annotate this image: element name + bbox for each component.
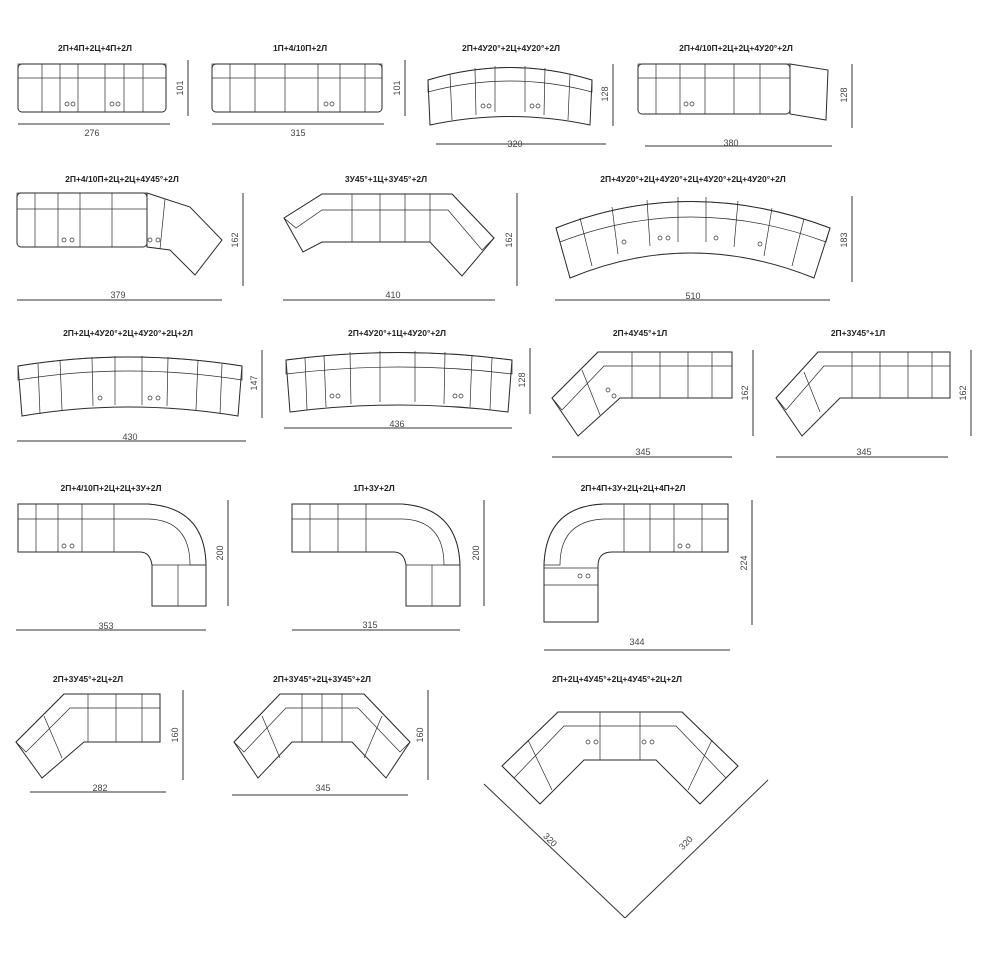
width-dimension: 276 bbox=[84, 128, 99, 138]
config-c15: 2П+3У45°+2Ц+2Л 282 160 bbox=[15, 674, 184, 793]
config-c9: 2П+4У20°+1Ц+4У20°+2Л 436 128 bbox=[284, 328, 531, 429]
sofa-drawing bbox=[17, 63, 167, 113]
config-title: 2П+4У45°+1Л bbox=[613, 328, 667, 338]
width-dimension: 510 bbox=[685, 291, 700, 301]
width-dimension: 436 bbox=[389, 419, 404, 429]
sofa-drawing bbox=[15, 693, 161, 779]
sofa-drawing bbox=[16, 192, 223, 276]
height-dimension: 200 bbox=[215, 545, 225, 560]
config-c7: 2П+4У20°+2Ц+4У20°+2Ц+4У20°+2Ц+4У20°+2Л 5… bbox=[555, 174, 853, 301]
width-dimension: 345 bbox=[635, 447, 650, 457]
sofa-drawing bbox=[233, 693, 411, 779]
sofa-drawing bbox=[551, 351, 733, 437]
sofa-drawing bbox=[17, 503, 207, 607]
sofa-drawing bbox=[637, 63, 829, 121]
config-title: 2П+2Ц+4У45°+2Ц+4У45°+2Ц+2Л bbox=[552, 674, 682, 684]
config-title: 2П+4/10П+2Ц+2Ц+3У+2Л bbox=[61, 483, 162, 493]
left-dimension: 320 bbox=[541, 831, 559, 849]
height-dimension: 160 bbox=[415, 727, 425, 742]
width-dimension: 315 bbox=[362, 620, 377, 630]
sofa-drawing bbox=[285, 351, 513, 413]
sofa-drawing bbox=[775, 351, 951, 437]
config-c2: 1П+4/10П+2Л 315 101 bbox=[211, 43, 406, 138]
config-c3: 2П+4У20°+2Ц+4У20°+2Л 320 128 bbox=[427, 43, 614, 149]
config-c17: 2П+2Ц+4У45°+2Ц+4У45°+2Ц+2Л 320 320 bbox=[483, 674, 769, 919]
sofa-drawing bbox=[555, 197, 831, 279]
config-title: 2П+4У20°+1Ц+4У20°+2Л bbox=[348, 328, 446, 338]
sofa-drawing bbox=[543, 503, 729, 623]
width-dimension: 353 bbox=[98, 621, 113, 631]
config-title: 2П+4/10П+2Ц+2Ц+4У45°+2Л bbox=[65, 174, 179, 184]
config-c14: 2П+4П+3У+2Ц+2Ц+4П+2Л 344 224 bbox=[543, 483, 753, 651]
width-dimension: 345 bbox=[856, 447, 871, 457]
config-title: 2П+3У45°+1Л bbox=[831, 328, 885, 338]
height-dimension: 147 bbox=[249, 375, 259, 390]
config-title: 1П+3У+2Л bbox=[353, 483, 395, 493]
config-c5: 2П+4/10П+2Ц+2Ц+4У45°+2Л 379 162 bbox=[16, 174, 244, 301]
height-dimension: 101 bbox=[392, 80, 402, 95]
height-dimension: 128 bbox=[839, 87, 849, 102]
height-dimension: 162 bbox=[958, 385, 968, 400]
config-title: 3У45°+1Ц+3У45°+2Л bbox=[345, 174, 427, 184]
height-dimension: 128 bbox=[517, 372, 527, 387]
config-title: 2П+2Ц+4У20°+2Ц+4У20°+2Ц+2Л bbox=[63, 328, 193, 338]
config-title: 1П+4/10П+2Л bbox=[273, 43, 327, 53]
config-c6: 3У45°+1Ц+3У45°+2Л 410 162 bbox=[283, 174, 518, 301]
sofa-drawing bbox=[427, 66, 593, 126]
width-dimension: 344 bbox=[629, 637, 644, 647]
config-c1: 2П+4П+2Ц+4П+2Л 276 101 bbox=[17, 43, 189, 138]
width-dimension: 430 bbox=[122, 432, 137, 442]
height-dimension: 183 bbox=[839, 232, 849, 247]
right-dimension: 320 bbox=[677, 834, 695, 852]
sofa-drawing bbox=[501, 711, 739, 805]
config-c4: 2П+4/10П+2Ц+2Ц+4У20°+2Л 380 128 bbox=[637, 43, 853, 148]
width-dimension: 345 bbox=[315, 783, 330, 793]
config-c8: 2П+2Ц+4У20°+2Ц+4У20°+2Ц+2Л 430 147 bbox=[17, 328, 263, 442]
config-title: 2П+3У45°+2Ц+2Л bbox=[53, 674, 123, 684]
config-c13: 1П+3У+2Л 315 200 bbox=[291, 483, 485, 631]
height-dimension: 200 bbox=[471, 545, 481, 560]
sofa-drawing bbox=[17, 356, 243, 417]
height-dimension: 160 bbox=[170, 727, 180, 742]
config-c16: 2П+3У45°+2Ц+3У45°+2Л 345 160 bbox=[232, 674, 429, 796]
config-title: 2П+3У45°+2Ц+3У45°+2Л bbox=[273, 674, 371, 684]
width-dimension: 379 bbox=[110, 290, 125, 300]
config-c10: 2П+4У45°+1Л 345 162 bbox=[551, 328, 754, 458]
config-title: 2П+4У20°+2Ц+4У20°+2Л bbox=[462, 43, 560, 53]
sofa-drawing bbox=[291, 503, 461, 607]
width-dimension: 282 bbox=[92, 783, 107, 793]
height-dimension: 162 bbox=[230, 232, 240, 247]
config-title: 2П+4/10П+2Ц+2Ц+4У20°+2Л bbox=[679, 43, 793, 53]
width-dimension: 315 bbox=[290, 128, 305, 138]
height-dimension: 162 bbox=[740, 385, 750, 400]
config-title: 2П+4У20°+2Ц+4У20°+2Ц+4У20°+2Ц+4У20°+2Л bbox=[600, 174, 786, 184]
config-c11: 2П+3У45°+1Л 345 162 bbox=[775, 328, 972, 458]
width-dimension: 320 bbox=[507, 139, 522, 149]
width-dimension: 380 bbox=[723, 138, 738, 148]
width-dimension: 410 bbox=[385, 290, 400, 300]
config-title: 2П+4П+3У+2Ц+2Ц+4П+2Л bbox=[581, 483, 686, 493]
height-dimension: 128 bbox=[600, 86, 610, 101]
config-c12: 2П+4/10П+2Ц+2Ц+3У+2Л 353 200 bbox=[16, 483, 229, 631]
config-title: 2П+4П+2Ц+4П+2Л bbox=[58, 43, 132, 53]
sofa-drawing bbox=[211, 63, 383, 113]
height-dimension: 101 bbox=[175, 80, 185, 95]
height-dimension: 224 bbox=[739, 555, 749, 570]
height-dimension: 162 bbox=[504, 232, 514, 247]
sofa-drawing bbox=[283, 193, 495, 277]
